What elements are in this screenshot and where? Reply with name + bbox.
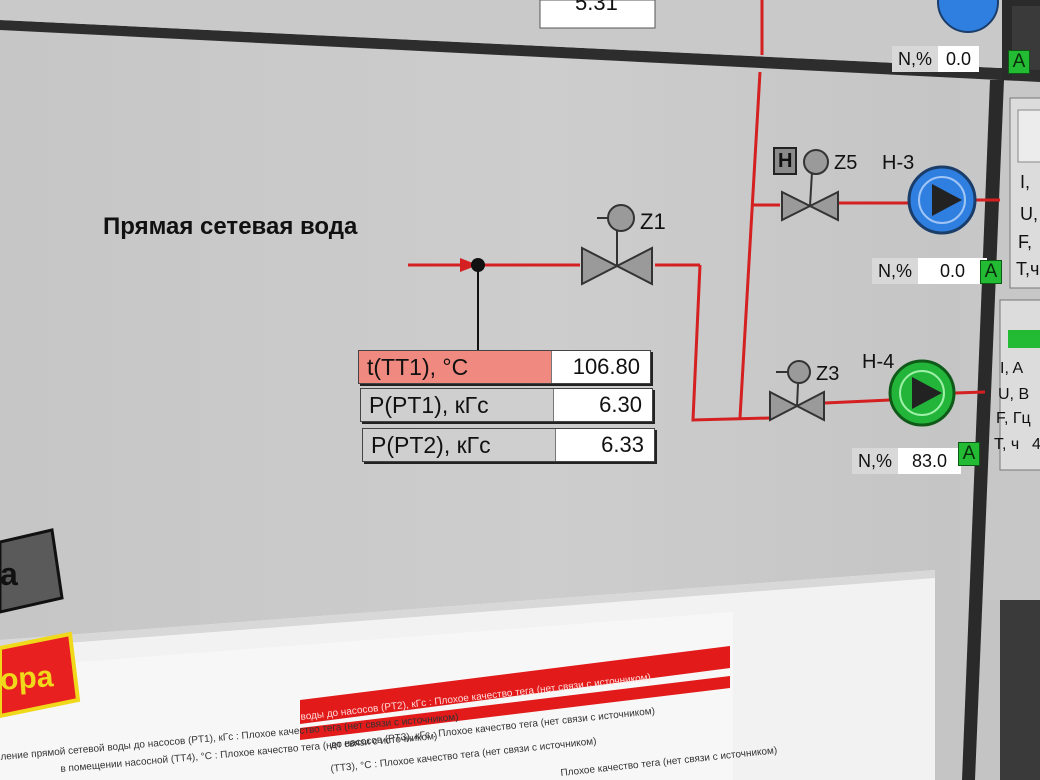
sensor-name: P(PT1), кГс (361, 389, 553, 421)
pump-h3-status[interactable]: A (980, 260, 1002, 284)
pump-h4-n-label: N,% (852, 448, 899, 474)
pump-h4-status[interactable]: A (958, 442, 980, 466)
side-upper-i: I, (1020, 172, 1031, 192)
pump-top-icon (937, 0, 999, 33)
valve-z5-manual-mark[interactable]: Н (778, 150, 793, 172)
pump-h3-n-box: N,% 0.0 (872, 258, 988, 284)
pump-top-n-value: 0.0 (946, 49, 972, 69)
side-upper-t: T,ч (1016, 259, 1040, 279)
side-lower-partial: 4 (1032, 436, 1040, 453)
sensor-value: 106.80 (551, 351, 650, 383)
pump-h3-label: Н-3 (882, 152, 915, 174)
pump-h4-n-value: 83.0 (912, 451, 948, 471)
sensor-row-tt1[interactable]: t(TT1), °C 106.80 (358, 350, 651, 384)
top-partial-box (539, 0, 656, 29)
side-lower-u: U, B (998, 386, 1030, 403)
top-partial-value: 5.31 (575, 0, 618, 15)
sensor-name: P(PT2), кГс (363, 429, 555, 461)
valve-z1-icon (581, 204, 653, 286)
sensor-name: t(TT1), °C (359, 351, 551, 383)
pump-h4-icon (888, 359, 956, 427)
side-upper-f: F, (1018, 232, 1033, 252)
pump-top-n-box: N,% 0.0 (892, 46, 980, 72)
pump-top-status[interactable]: A (1008, 50, 1030, 74)
valve-z3-icon (769, 360, 825, 422)
valve-z5-label: Z5 (834, 152, 858, 174)
side-lower-t: T, ч (994, 436, 1020, 453)
sensor-row-pt2[interactable]: P(PT2), кГс 6.33 (362, 428, 655, 462)
pump-top-n-label: N,% (892, 46, 939, 72)
pump-h4-n-box: N,% 83.0 (852, 448, 962, 474)
side-lower-i: I, A (1000, 360, 1024, 377)
side-upper-u: U, (1020, 204, 1038, 224)
pump-h3-n-label: N,% (872, 258, 919, 284)
page-title: Прямая сетевая вода (103, 213, 358, 240)
pump-h3-n-value: 0.0 (940, 261, 966, 281)
sensor-value: 6.33 (555, 429, 654, 461)
pump-h4-label: Н-4 (862, 351, 895, 373)
sensor-row-pt1[interactable]: P(PT1), кГс 6.30 (360, 388, 653, 422)
sensor-value: 6.30 (553, 389, 652, 421)
valve-z3-label: Z3 (816, 363, 840, 385)
valve-z5-icon (773, 147, 839, 222)
pump-h3-icon (907, 165, 977, 235)
alarm-button-label[interactable]: ора (0, 660, 55, 697)
valve-z1-label: Z1 (640, 209, 666, 234)
side-lower-f: F, Гц (996, 410, 1031, 427)
gray-button-label[interactable]: а (0, 556, 18, 592)
